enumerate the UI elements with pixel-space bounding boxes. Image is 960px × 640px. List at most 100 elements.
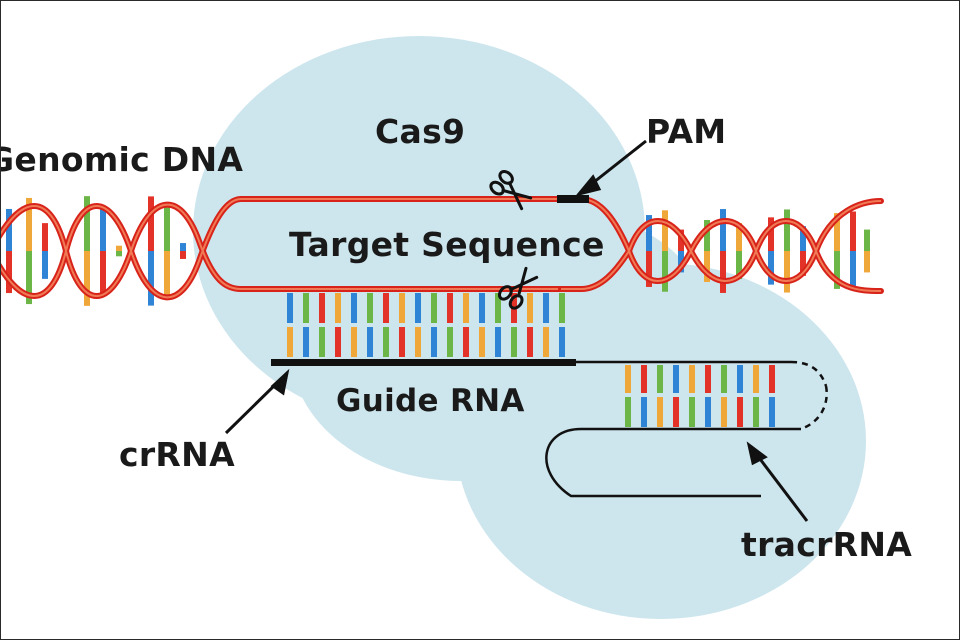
base-pair [447, 293, 453, 323]
base-pair [116, 251, 122, 257]
base-pair [784, 251, 790, 293]
base-pair [673, 397, 679, 427]
base-pair [689, 365, 695, 393]
base-pair [527, 293, 533, 323]
base-pair [784, 209, 790, 251]
base-pair [351, 327, 357, 357]
base-pair [287, 293, 293, 323]
base-pair [367, 293, 373, 323]
base-pair [689, 397, 695, 427]
base-pair [543, 327, 549, 357]
base-pair [705, 365, 711, 393]
base-pair [646, 215, 652, 251]
dna-right-base-pairs [646, 209, 870, 293]
base-pair [431, 293, 437, 323]
base-pair [662, 210, 668, 251]
base-pair [559, 327, 565, 357]
base-pair [769, 397, 775, 427]
base-pair [625, 365, 631, 393]
base-pair [463, 293, 469, 323]
pam-segment [557, 195, 589, 203]
base-pair [6, 208, 12, 251]
base-pair [6, 251, 12, 294]
base-pair [303, 293, 309, 323]
base-pair [543, 293, 549, 323]
base-pair [148, 251, 154, 306]
base-pair [26, 251, 32, 305]
base-pair [180, 251, 186, 259]
base-pair [447, 327, 453, 357]
base-pair [657, 397, 663, 427]
base-pair [625, 397, 631, 427]
base-pair [100, 208, 106, 251]
base-pair [351, 293, 357, 323]
base-pair [116, 245, 122, 251]
base-pair [319, 293, 325, 323]
tracrrna-base-pairs [625, 365, 775, 427]
tracrrna-label: tracrRNA [741, 525, 912, 564]
base-pair [834, 213, 840, 251]
base-pair [383, 293, 389, 323]
base-pair [721, 397, 727, 427]
target-sequence-label: Target Sequence [289, 225, 605, 264]
base-pair [495, 293, 501, 323]
base-pair [527, 327, 533, 357]
base-pair [415, 293, 421, 323]
base-pair [42, 251, 48, 279]
base-pair [84, 251, 90, 306]
base-pair [736, 222, 742, 251]
base-pair [367, 327, 373, 357]
genomic-dna-label: Genomic DNA [1, 140, 243, 179]
base-pair [164, 251, 170, 295]
base-pair [657, 365, 663, 393]
base-pair [721, 365, 727, 393]
base-pair [415, 327, 421, 357]
dna-left-base-pairs [6, 196, 186, 306]
base-pair [646, 251, 652, 287]
dna-helix-left-inner [1, 198, 561, 299]
base-pair [42, 223, 48, 251]
base-pair [335, 327, 341, 357]
base-pair [705, 397, 711, 427]
dna-helix-right-inner [561, 198, 882, 292]
base-pair [864, 251, 870, 273]
base-pair [463, 327, 469, 357]
base-pair [800, 226, 806, 251]
base-pair [287, 327, 293, 357]
base-pair [180, 243, 186, 251]
base-pair [100, 251, 106, 294]
base-pair [641, 365, 647, 393]
base-pair [641, 397, 647, 427]
pam-arrow [574, 139, 647, 197]
base-pair [850, 251, 856, 291]
base-pair [495, 327, 501, 357]
base-pair [148, 196, 154, 251]
scissors-icon [489, 169, 533, 211]
base-pair [800, 251, 806, 276]
base-pair [704, 220, 710, 251]
base-pair [479, 327, 485, 357]
base-pair [511, 327, 517, 357]
base-pair [753, 397, 759, 427]
base-pair [768, 217, 774, 251]
base-pair [335, 293, 341, 323]
guide-rna-base-pairs [287, 293, 565, 357]
base-pair [736, 251, 742, 280]
base-pair [84, 196, 90, 251]
base-pair [383, 327, 389, 357]
tracrrna-arrow [746, 441, 809, 522]
base-pair [737, 365, 743, 393]
base-pair [164, 207, 170, 251]
crrna-label: crRNA [119, 435, 235, 474]
base-pair [479, 293, 485, 323]
base-pair [399, 293, 405, 323]
base-pair [303, 327, 309, 357]
pam-label: PAM [646, 112, 726, 151]
base-pair [559, 293, 565, 323]
base-pair [399, 327, 405, 357]
base-pair [678, 251, 684, 273]
base-pair [678, 229, 684, 251]
base-pair [737, 397, 743, 427]
